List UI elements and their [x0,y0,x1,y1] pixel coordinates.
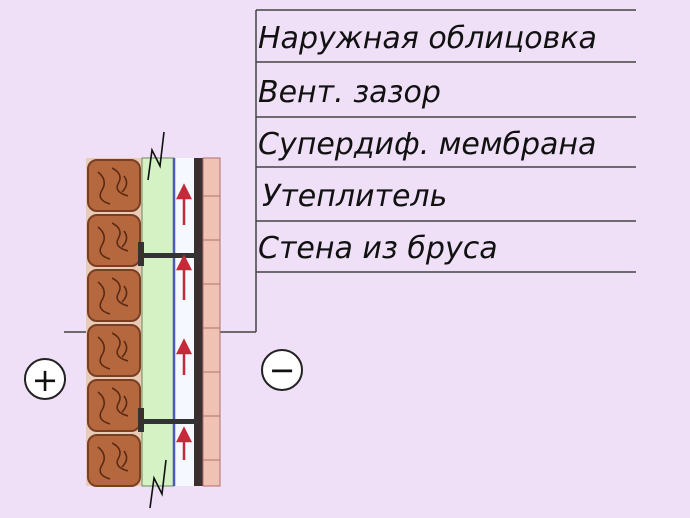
brick [87,434,141,487]
insulation-layer [141,157,175,487]
ventilation-gap [174,158,194,486]
airflow-arrows [175,183,193,460]
brick [87,159,141,212]
brick [87,379,141,432]
legend-frame [64,9,636,333]
break-symbol-bottom [149,459,167,509]
brick-texture [97,167,129,480]
brick [87,324,141,377]
timber-seams [203,195,220,461]
timber-board [194,158,203,486]
legend-label-timber-wall: Стена из бруса [258,231,498,266]
timber-wall [202,157,221,487]
brick [87,269,141,322]
legend-label-membrane: Супердиф. мембрана [258,127,597,162]
brick-facade [86,158,142,487]
anchor-bracket [138,242,200,266]
inside-sign-text: − [269,351,296,389]
break-symbol-top [147,131,165,181]
inside-sign [261,349,303,391]
legend-label-vent-gap: Вент. зазор [258,75,441,110]
anchor-bracket [138,408,200,432]
legend-label-insulation: Утеплитель [262,179,448,214]
legend-label-facing: Наружная облицовка [258,21,597,56]
outside-sign-text: + [32,361,59,399]
outside-sign [24,358,66,400]
brick [87,214,141,267]
